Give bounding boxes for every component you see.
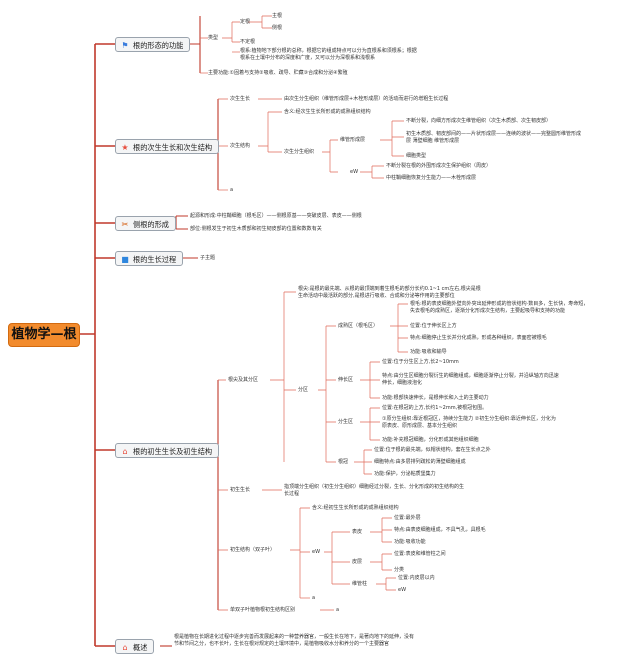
node-stele: 维管柱 [352,581,368,587]
node-ep-3: 功能:吸收功能 [394,539,426,545]
branch-label: 根的次生生长和次生结构 [133,143,213,152]
branch-growth-process[interactable]: ■ 根的生长过程 [115,251,184,266]
node-zhugen: 主根 [272,13,283,19]
node-cap-3: 功能:保护，分泌粘质堡集力 [374,471,436,477]
branch-label: 侧根的形成 [133,220,169,229]
node-cambium-2b: 层 薄壁细胞 维管形成层 [406,138,460,144]
square-icon: ■ [121,255,129,264]
node-secondary-growth: 次生生长 [230,96,251,102]
node-st-1: 位置:内皮层以内 [398,575,435,581]
node-ew: eW [312,549,321,555]
node-cambium-2: 初生木质部、韧皮部间的——片状形成层——连续的波状——完整圆形维管形成 [406,131,582,137]
node-mono-dicot: 单双子叶植物根初生结构区别 [230,607,296,613]
node-mer-1: 位置:在根冠的上方,长约1~2mm,被根冠包围。 [382,405,488,411]
node-elongation-zone: 伸长区 [338,377,354,383]
node-ep-2: 特点:由表皮细胞组成，不具气孔，具根毛 [394,527,486,533]
node-cork-label: eW [350,169,359,175]
node-cambium-1: 不断分裂，向细方形成次生维管组织（次生木质部、次生韧皮部） [406,118,552,124]
root-topic[interactable]: 植物学—根 [8,323,80,347]
node-meristem-zone: 分生区 [338,419,354,425]
branch-primary-growth[interactable]: ⌂ 根的初生生长及初生结构 [115,443,220,458]
node-primary-structure: 初生结构（双子叶） [230,547,276,553]
branch-label: 根的形态的功能 [133,41,184,50]
node-cegen: 侧根 [272,25,283,31]
node-gensystem-2: 根系在土壤中分布的深度和广度，又可以分为深根系和浅根系 [240,55,376,61]
branch-label: 根的初生生长及初生结构 [133,447,213,456]
node-elong-1: 位置:位于分生区上方,长2~10mm [382,359,459,365]
node-structure-def: 含义:经次生生长所形成的成熟组织结构 [284,109,371,115]
house-icon: ⌂ [122,643,128,652]
node-mer-3: 功能:补充根冠细胞，分化形成其他组织细胞 [382,437,479,443]
node-a-mark: a [312,595,316,601]
node-secondary-structure: 次生结构 [230,143,251,149]
branch-label: 根的生长过程 [133,255,177,264]
node-maturation-zone: 成熟区（根毛区） [338,323,379,329]
node-mono-a: a [336,607,340,613]
node-pgrowth-desc-2: 长过程 [284,491,300,497]
node-cork-1: 不断分裂在根的外围形成次生保护组织（周皮） [386,163,492,169]
node-co-2: 分类 [394,567,405,573]
node-mature-4: 功能:吸收和输导 [410,349,447,355]
node-primary-growth: 初生生长 [230,487,251,493]
node-tip-def-2: 生命活动中最活跃的部分,是根进行吸收、合成和分泌等作用的主要部位 [298,293,455,299]
node-cambium-3: 细胞类型 [406,153,427,159]
node-cortex: 皮层 [352,559,363,565]
tools-icon: ✂ [121,220,129,229]
flag-icon: ⚑ [121,41,129,50]
node-mature-1b: 失去根毛的成熟区，逐渐分化形成次生结构，主要起吸导和支持的功能 [410,308,566,314]
node-overview-desc: 根是植物在长期进化过程中逐步完善而发展起来的一种营养器官，一般生长在地下，是著向… [174,634,415,647]
node-mature-2: 位置:位于伸长区上方 [410,323,457,329]
node-mature-3: 特点:细胞停止生长并分化成熟，形成各种组织，表面密被根毛 [410,335,547,341]
node-cap-2: 细胞特点:由多层排列疏松的薄壁细胞组成 [374,459,466,465]
node-lateral-origin: 起源和形成:中柱鞘细胞（根毛区）——侧根原基——突破皮层、表皮——侧根 [190,213,362,219]
node-secondary-meristem: 次生分生组织 [284,149,315,155]
node-pgrowth-desc: 指顶端分生组织（初生分生组织）细胞经过分裂，生长、分化形成的初生结构的生 [284,484,465,490]
node-root-tip: 根尖及其分区 [228,377,259,383]
node-lateral-position: 部位:侧根发生于初生木质部和初生韧皮部的位置和数数有关 [190,226,322,232]
node-type: 类型 [208,35,219,41]
node-mer-2b: 原表皮、原形成层、基本分生组织 [382,423,458,429]
branch-lateral-root[interactable]: ✂ 侧根的形成 [115,216,176,231]
node-cap-1: 位置:位于根的最先端，似帽状结构，套在生长点之外 [374,447,491,453]
node-subtopic: 子主题 [200,255,216,261]
node-mature-1: 根毛:根的表皮细胞外壁向外突出延伸形成的管状结构·数目多，生长快，寿命短， [410,301,589,307]
branch-secondary-growth[interactable]: ★ 根的次生生长和次生结构 [115,139,220,154]
node-pstruct-def: 含义:经初生生长所形成的成熟组织结构 [312,505,399,511]
node-function: 主要功能:①固着与支持②吸收、疏导、贮藏③合成和分泌④繁殖 [208,70,348,76]
node-vascular-cambium: 维管形成层 [340,137,366,143]
node-dinggen: 定根 [240,19,251,25]
branch-label: 概述 [133,643,148,652]
node-cork-2: 中柱鞘细胞恢复分生能力——木栓形成层 [386,175,477,181]
node-co-1: 位置:表皮和维管柱之间 [394,551,446,557]
node-gensystem: 根系:植物地下部分根的总称，根据它的组成特点可以分为直根系和须根系；根据 [240,48,417,54]
node-ep-1: 位置:最外层 [394,515,421,521]
node-elong-2b: 伸长，细胞液泡化 [382,380,423,386]
node-budinggen: 不定根 [240,39,256,45]
node-root-cap: 根冠 [338,459,349,465]
branch-overview[interactable]: ⌂ 概述 [115,639,155,654]
node-mer-2: ①原分生组织:靠近根冠区，持续分生能力 ②初生分生组织:靠近伸长区，分化为 [382,416,556,422]
house-icon: ⌂ [122,447,128,456]
star-icon: ★ [121,143,129,152]
node-extra: a [230,187,234,193]
node-elong-2: 特点:由分生区细胞分裂衍生的细胞组成，细胞逐渐停止分裂，并沿纵轴方向迅速 [382,373,559,379]
root-trunk [78,44,96,646]
branch-root-morphology[interactable]: ⚑ 根的形态的功能 [115,37,191,52]
node-tip-def: 根尖:是根的最先端、从根的最顶端到着生根毛的部分长约0.1~1 cm左右,根尖是… [298,286,481,292]
node-st-2: eW [398,587,407,593]
node-zones: 分区 [298,387,309,393]
node-elong-3: 功能:根部快速伸长，是根伸长和入土的主要动力 [382,395,489,401]
node-epidermis: 表皮 [352,529,363,535]
node-growth-desc: 由次生分生组织（维管形成层+木栓形成层）的活动而进行的增粗生长过程 [284,96,449,102]
